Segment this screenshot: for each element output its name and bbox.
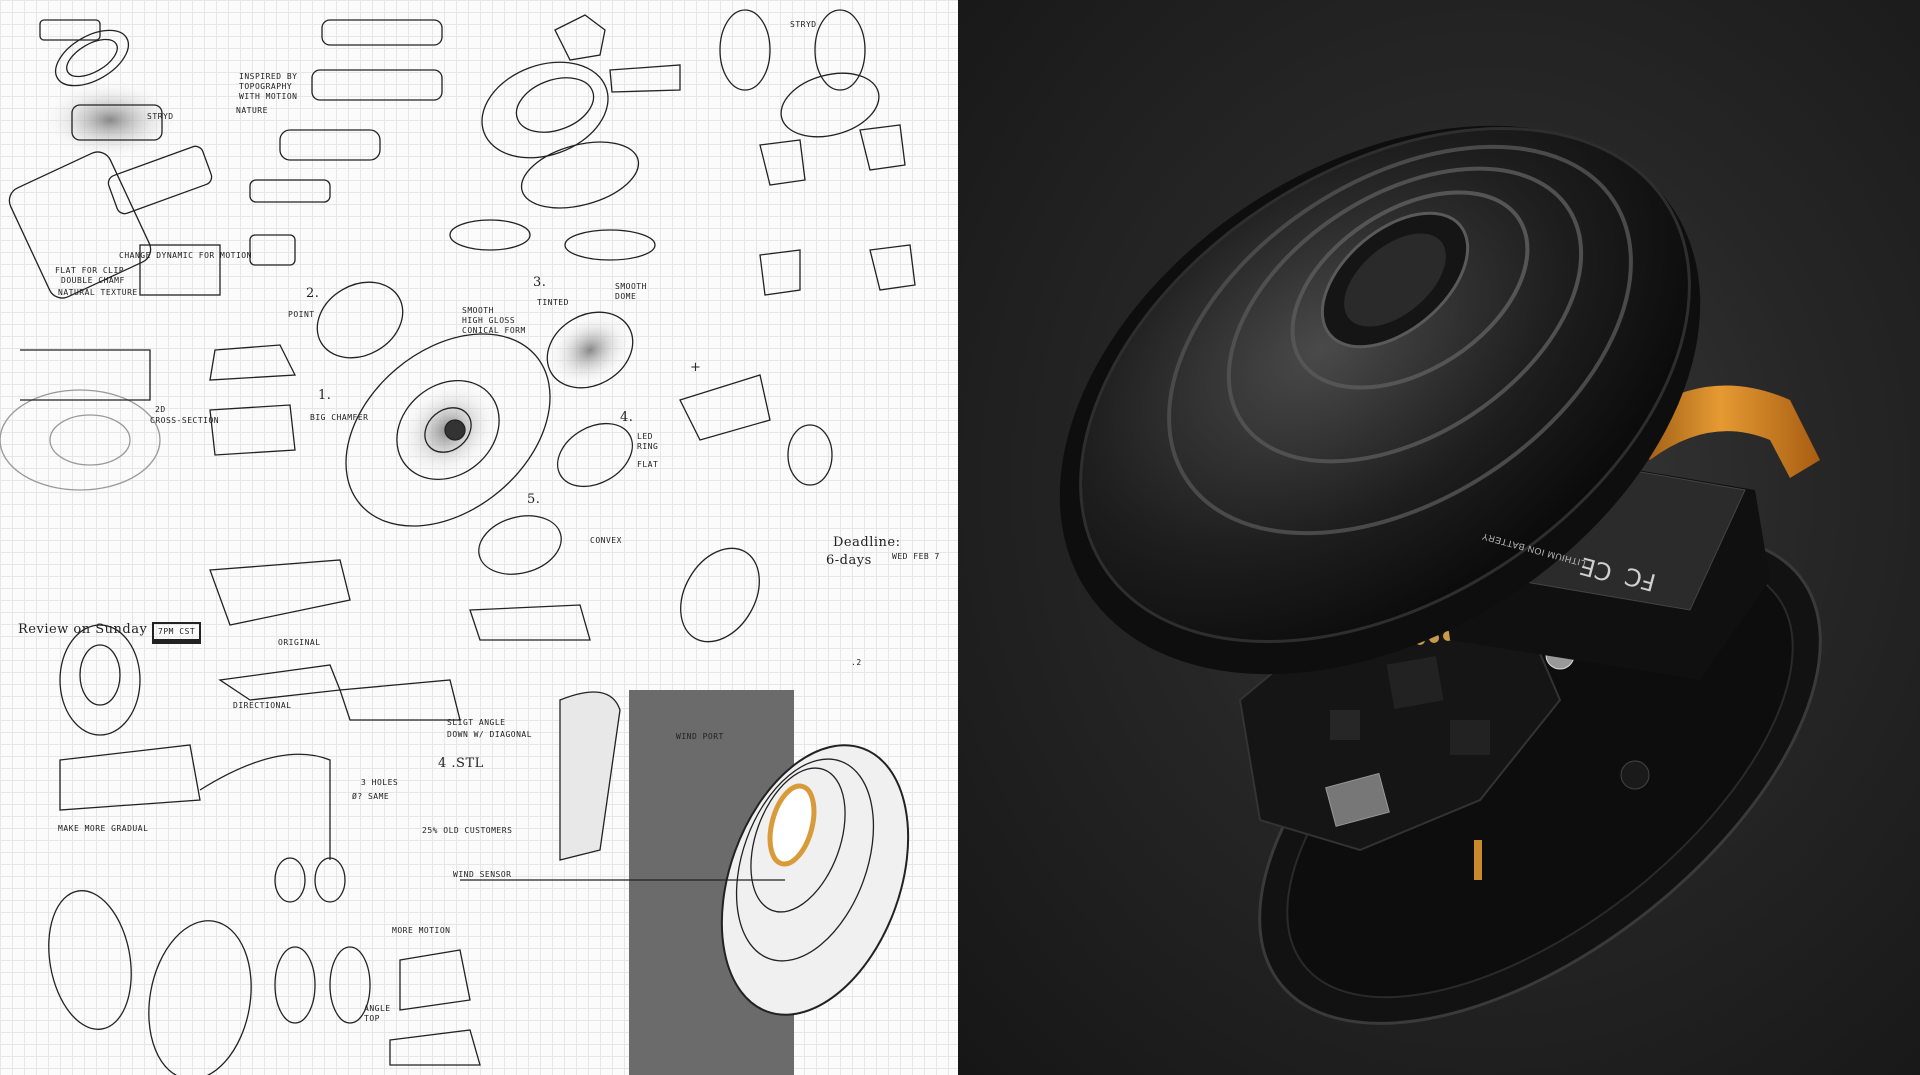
annotation: WITH MOTION	[239, 92, 298, 101]
annotation: Stryd	[790, 20, 817, 29]
annotation: 2D	[155, 405, 166, 414]
annotation: Wed Feb 7	[892, 552, 940, 561]
annotation: 5.	[527, 492, 541, 507]
annotation: MORE MOTION	[392, 926, 451, 935]
annotation: HIGH GLOSS	[462, 316, 516, 325]
annotation: 4.	[620, 410, 634, 425]
annotation: CONICAL FORM	[462, 326, 526, 335]
annotation: 3.	[533, 275, 547, 290]
concept-sketch-sheet: Stryd STRYD INSPIRED BY TOPOGRAPHY WITH …	[0, 0, 958, 1075]
annotation: 1.	[318, 388, 332, 403]
annotation: Review on Sunday	[18, 622, 148, 637]
annotation: RING	[637, 442, 659, 451]
annotation: CONVEX	[590, 536, 622, 545]
annotation: SMOOTH	[462, 306, 494, 315]
annotation: CROSS-SECTION	[150, 416, 220, 425]
annotation: .2	[851, 658, 862, 667]
annotation: INSPIRED BY	[239, 72, 298, 81]
annotation: ANGLE	[364, 1004, 391, 1013]
annotation: TOPOGRAPHY	[239, 82, 293, 91]
annotation: SMOOTH	[615, 282, 647, 291]
annotation: DOWN W/ DIAGONAL	[447, 730, 533, 739]
annotation: NATURE	[236, 106, 268, 115]
annotation: NATURAL TEXTURE	[58, 288, 138, 297]
annotation: STRYD	[147, 112, 174, 121]
annotation: 2.	[306, 286, 320, 301]
annotation: 7PM CST	[152, 622, 202, 644]
annotation: WIND SENSOR	[453, 870, 512, 879]
annotation: ORIGINAL	[278, 638, 321, 647]
sketch-drawings	[0, 9, 916, 1075]
annotation: DOME	[615, 292, 637, 301]
annotation: FLAT FOR CLIP	[55, 266, 125, 275]
annotation: +	[690, 360, 702, 375]
annotation: 6-days	[826, 553, 872, 568]
annotation: FLAT	[637, 460, 659, 469]
annotation: 25% OLD CUSTOMERS	[422, 826, 513, 835]
annotation: LED	[637, 432, 653, 441]
annotation: WIND PORT	[676, 732, 724, 741]
annotation: SLIGT ANGLE	[447, 718, 506, 727]
annotation: MAKE MORE GRADUAL	[58, 824, 149, 833]
annotation: TINTED	[537, 298, 569, 307]
annotation: CHANGE DYNAMIC FOR MOTION	[119, 251, 252, 260]
annotation: DIRECTIONAL	[233, 701, 292, 710]
annotation: DOUBLE CHAMF	[61, 276, 125, 285]
annotation: Ø? SAME	[352, 792, 390, 801]
exploded-device-render	[958, 0, 1920, 1075]
annotation: TOP	[364, 1014, 380, 1023]
annotation: BIG CHAMFER	[310, 413, 369, 422]
annotation: Deadline:	[833, 535, 901, 550]
annotation: 3 HOLES	[361, 778, 399, 787]
annotation: 4 .STL	[438, 756, 484, 771]
annotation: POINT	[288, 310, 315, 319]
